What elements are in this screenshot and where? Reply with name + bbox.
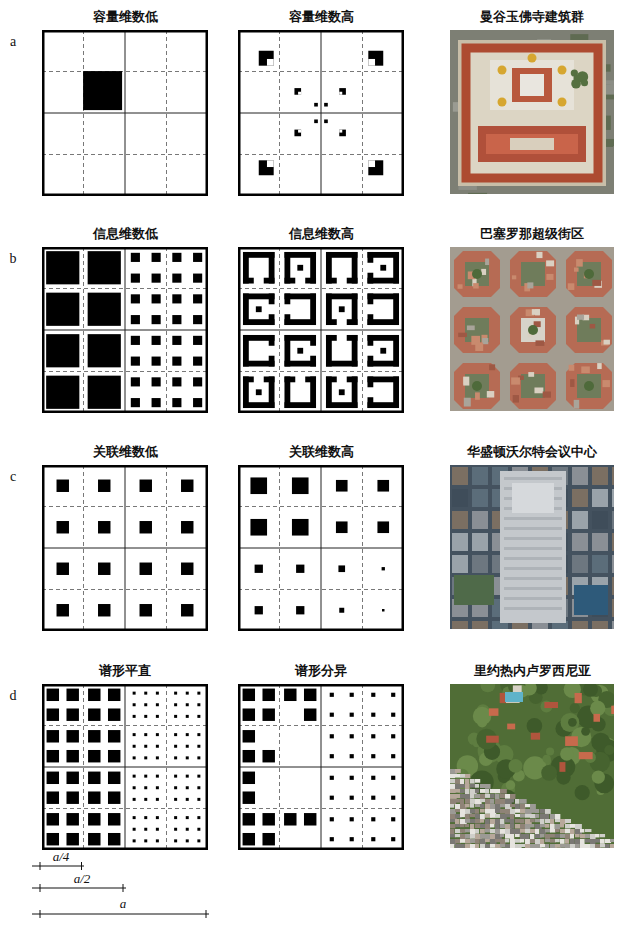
- panel-border: [43, 685, 207, 849]
- grid-panel: 容量维数低: [42, 8, 208, 196]
- grid-lines: [238, 465, 404, 631]
- photo-panel: 曼谷玉佛寺建筑群: [450, 8, 614, 194]
- grid-panel: 谱形平直: [42, 662, 208, 850]
- aerial-image: [450, 684, 614, 848]
- grid-panel: 谱形分异: [238, 662, 404, 850]
- panel-title: 信息维数高: [238, 225, 404, 243]
- block-pattern: [243, 689, 396, 846]
- aerial-image: [450, 30, 614, 194]
- grid-lines: [238, 247, 404, 413]
- grid-pattern: [42, 30, 208, 196]
- aerial-image: [450, 247, 614, 411]
- grid-pattern: [42, 465, 208, 631]
- grid-panel: 信息维数高: [238, 225, 404, 413]
- panel-letter: a: [0, 35, 33, 49]
- panel-border: [239, 31, 403, 195]
- grid-lines: [42, 684, 208, 850]
- aerial-illustration: [450, 30, 614, 194]
- grid-lines: [42, 465, 208, 631]
- dimension-label: a/2: [62, 872, 102, 886]
- block-pattern: [83, 71, 122, 110]
- grid-lines: [238, 684, 404, 850]
- grid-pattern: [42, 247, 208, 413]
- scale-lines: [32, 862, 209, 918]
- grid-panel: 信息维数低: [42, 225, 208, 413]
- panel-letter: b: [0, 252, 33, 266]
- grid-pattern: [238, 30, 404, 196]
- photo-panel: 里约热内卢罗西尼亚: [450, 662, 614, 848]
- grid-panel: 容量维数高: [238, 8, 404, 196]
- panel-title: 关联维数高: [238, 443, 404, 461]
- panel-border: [239, 466, 403, 630]
- panel-title: 谱形平直: [42, 662, 208, 680]
- grid-pattern: [238, 684, 404, 850]
- panel-title: 华盛顿沃尔特会议中心: [450, 443, 614, 461]
- grid-pattern: [238, 465, 404, 631]
- grid-lines: [42, 30, 208, 196]
- panel-border: [43, 466, 207, 630]
- panel-letter: d: [0, 689, 33, 703]
- block-pattern: [46, 251, 202, 409]
- grid-pattern: [238, 247, 404, 413]
- panel-title: 信息维数低: [42, 225, 208, 243]
- panel-title: 谱形分异: [238, 662, 404, 680]
- grid-lines: [42, 247, 208, 413]
- panel-title: 容量维数低: [42, 8, 208, 26]
- panel-title: 里约热内卢罗西尼亚: [450, 662, 614, 680]
- block-pattern: [243, 252, 399, 408]
- panel-title: 关联维数低: [42, 443, 208, 461]
- block-pattern: [259, 51, 384, 176]
- grid-panel: 关联维数高: [238, 443, 404, 631]
- panel-border: [43, 248, 207, 412]
- grid-lines: [238, 30, 404, 196]
- grid-pattern: [42, 684, 208, 850]
- panel-border: [43, 31, 207, 195]
- aerial-image: [450, 465, 614, 629]
- aerial-illustration: [450, 247, 614, 411]
- panel-title: 曼谷玉佛寺建筑群: [450, 8, 614, 26]
- panel-title: 巴塞罗那超级街区: [450, 225, 614, 243]
- panel-border: [239, 685, 403, 849]
- dimension-label: a/4: [41, 850, 81, 864]
- aerial-illustration: [450, 684, 614, 848]
- panel-title: 容量维数高: [238, 8, 404, 26]
- aerial-illustration: [450, 465, 614, 629]
- dimension-label: a: [103, 897, 143, 911]
- block-pattern: [250, 477, 389, 614]
- panel-letter: c: [0, 470, 33, 484]
- block-pattern: [57, 480, 194, 617]
- block-pattern: [47, 689, 201, 846]
- grid-panel: 关联维数低: [42, 443, 208, 631]
- photo-panel: 巴塞罗那超级街区: [450, 225, 614, 411]
- panel-border: [239, 248, 403, 412]
- photo-panel: 华盛顿沃尔特会议中心: [450, 443, 614, 629]
